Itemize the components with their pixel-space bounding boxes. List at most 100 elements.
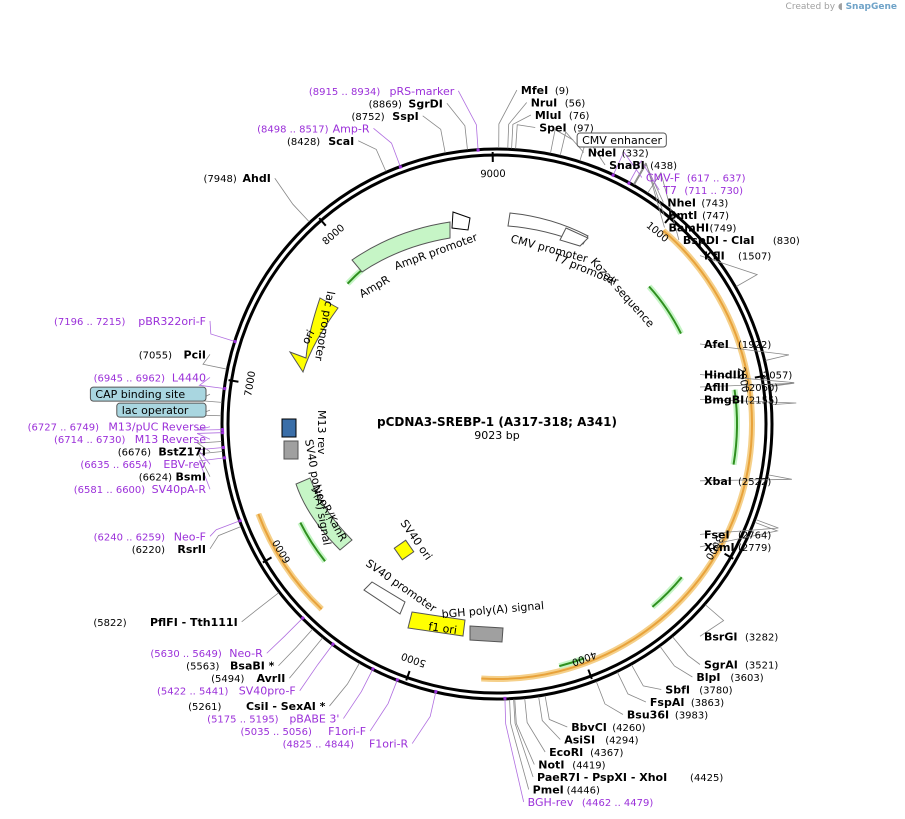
enzyme-label[interactable]: SnaBI(438) — [609, 159, 677, 172]
enzyme-label[interactable]: HindIII (2057) — [704, 368, 792, 381]
primer-label[interactable]: pBR322ori-F(7196 .. 7215) — [54, 315, 206, 328]
leader-line — [197, 451, 223, 477]
enzyme-position: (2057) — [759, 370, 792, 381]
enzyme-label[interactable]: BsmI(6624) — [139, 471, 206, 484]
primer-label[interactable]: T7(711 .. 730) — [662, 184, 743, 197]
enzyme-label[interactable]: NdeI(332) — [588, 147, 649, 160]
enzyme-name: NheI — [667, 197, 696, 210]
enzyme-name: AsiSI — [564, 734, 595, 747]
enzyme-label[interactable]: Bsu36I(3983) — [627, 709, 708, 722]
enzyme-label[interactable]: XcmI(2779) — [704, 541, 771, 554]
enzyme-name: HindIII — [704, 368, 745, 381]
primer-label[interactable]: pBABE 3'(5175 .. 5195) — [207, 713, 339, 726]
feature-box-label[interactable]: lac operator — [116, 402, 207, 418]
credit: Created by ◖ SnapGene — [786, 2, 897, 12]
enzyme-label[interactable]: BsaBI *(5563) — [186, 660, 275, 673]
leader-line — [513, 699, 534, 778]
enzyme-label[interactable]: SpeI(97) — [539, 122, 594, 135]
primer-site-mark — [370, 666, 375, 671]
primer-position: (711 .. 730) — [684, 186, 743, 197]
primer-label[interactable]: SV40pA-R(6581 .. 6600) — [74, 483, 207, 496]
enzyme-label[interactable]: BspDI - ClaI(830) — [683, 234, 800, 247]
enzyme-label[interactable]: SgrAI(3521) — [704, 659, 778, 672]
enzyme-label[interactable]: AvrII(5494) — [211, 672, 285, 685]
enzyme-label[interactable]: NheI(743) — [667, 197, 728, 210]
feature-lac-operator-glyph — [281, 418, 297, 438]
enzyme-label[interactable]: MfeI(9) — [521, 84, 569, 97]
primer-label[interactable]: BGH-rev(4462 .. 4479) — [528, 796, 654, 809]
enzyme-name: SpeI — [539, 122, 566, 135]
enzyme-label[interactable]: BmtI(747) — [668, 209, 729, 222]
enzyme-name: SgrDI — [408, 97, 442, 110]
enzyme-label[interactable]: EcoRI(4367) — [549, 746, 623, 759]
feature-box-text: CAP binding site — [95, 388, 185, 401]
leader-line — [595, 681, 624, 715]
primer-label[interactable]: F1ori-R(4825 .. 4844) — [283, 738, 409, 751]
primer-label[interactable]: L4440(6945 .. 6962) — [94, 371, 206, 384]
primer-position: (7196 .. 7215) — [54, 317, 126, 328]
leader-line — [274, 177, 310, 223]
enzyme-position: (8869) — [369, 99, 402, 110]
primer-label[interactable]: F1ori-F(5035 .. 5056) — [240, 725, 366, 738]
enzyme-label[interactable]: BamHI(749) — [668, 222, 736, 235]
primer-label[interactable]: pRS-marker(8915 .. 8934) — [309, 85, 455, 98]
enzyme-label[interactable]: RsrII(6220) — [132, 543, 206, 556]
primer-label[interactable]: Amp-R(8498 .. 8517) — [257, 122, 370, 135]
enzyme-label[interactable]: PciI(7055) — [139, 348, 206, 361]
enzyme-label[interactable]: XbaI(2522) — [704, 475, 771, 488]
leader-line — [411, 692, 436, 744]
enzyme-label[interactable]: FseI(2764) — [704, 528, 771, 541]
primer-label[interactable]: M13/pUC Reverse(6727 .. 6749) — [28, 421, 207, 434]
primer-site-mark — [626, 181, 631, 186]
enzyme-label[interactable]: MluI(76) — [535, 109, 590, 122]
enzyme-label[interactable]: BbvCI(4260) — [571, 721, 645, 734]
feature-bgh-polya — [469, 625, 504, 643]
enzyme-name: MfeI — [521, 84, 548, 97]
leader-line — [699, 521, 779, 548]
enzyme-label[interactable]: SspI(8752) — [351, 110, 418, 123]
primer-position: (8915 .. 8934) — [309, 87, 381, 98]
enzyme-name: BsmI — [176, 471, 207, 484]
primer-position: (6635 .. 6654) — [80, 460, 152, 471]
feature-box-label[interactable]: CMV enhancer — [576, 132, 667, 148]
enzyme-label[interactable]: BmgBI(2155) — [704, 393, 778, 406]
primer-label[interactable]: SV40pro-F(5422 .. 5441) — [157, 685, 296, 698]
enzyme-label[interactable]: CsiI - SexAI *(5261) — [188, 700, 326, 713]
enzyme-label[interactable]: PaeR7I - PspXI - XhoI(4425) — [537, 771, 723, 784]
leader-line — [633, 162, 664, 203]
primer-position: (6240 .. 6259) — [94, 532, 166, 543]
enzyme-position: (747) — [702, 211, 729, 222]
enzyme-position: (5822) — [93, 618, 126, 629]
enzyme-name: FspAI — [650, 696, 685, 709]
primer-label[interactable]: Neo-R(5630 .. 5649) — [150, 647, 263, 660]
enzyme-label[interactable]: PflFI - Tth111I(5822) — [93, 616, 237, 629]
primer-label[interactable]: Neo-F(6240 .. 6259) — [94, 530, 206, 543]
enzyme-label[interactable]: AflII(2060) — [704, 381, 778, 394]
enzyme-label[interactable]: BsrGI(3282) — [704, 630, 778, 643]
enzyme-label[interactable]: BstZ17I(6676) — [118, 446, 206, 459]
leader-line — [457, 90, 479, 149]
primer-name: L4440 — [172, 371, 206, 384]
leader-line — [198, 457, 224, 490]
enzyme-label[interactable]: ScaI(8428) — [287, 135, 354, 148]
enzyme-label[interactable]: SgrDI (8869) — [369, 97, 443, 110]
enzyme-label[interactable]: BlpI(3603) — [696, 671, 763, 684]
enzyme-label[interactable]: SbfI(3780) — [665, 684, 732, 697]
primer-label[interactable]: M13 Reverse(6714 .. 6730) — [54, 433, 206, 446]
enzyme-label[interactable]: NruI(56) — [531, 97, 586, 110]
primer-label[interactable]: EBV-rev(6635 .. 6654) — [80, 458, 206, 471]
enzyme-label[interactable]: AfeI(1922) — [704, 338, 771, 351]
tick-label: 8000 — [321, 223, 347, 248]
enzyme-label[interactable]: FspAI(3863) — [650, 696, 724, 709]
enzyme-name: Bsu36I — [627, 709, 669, 722]
feature-box-label[interactable]: CAP binding site — [89, 386, 207, 402]
enzyme-label[interactable]: AsiSI (4294) — [564, 734, 638, 747]
enzyme-position: (4294) — [605, 736, 638, 747]
enzyme-position: (7055) — [139, 350, 172, 361]
enzyme-label[interactable]: NotI(4419) — [538, 759, 605, 772]
enzyme-label[interactable]: KflI(1507) — [704, 250, 771, 263]
primer-label[interactable]: CMV-F(617 .. 637) — [646, 172, 746, 185]
enzyme-label[interactable]: AhdI(7948) — [204, 172, 271, 185]
enzyme-position: (4425) — [690, 773, 723, 784]
enzyme-label[interactable]: PmeI(4446) — [533, 784, 600, 797]
